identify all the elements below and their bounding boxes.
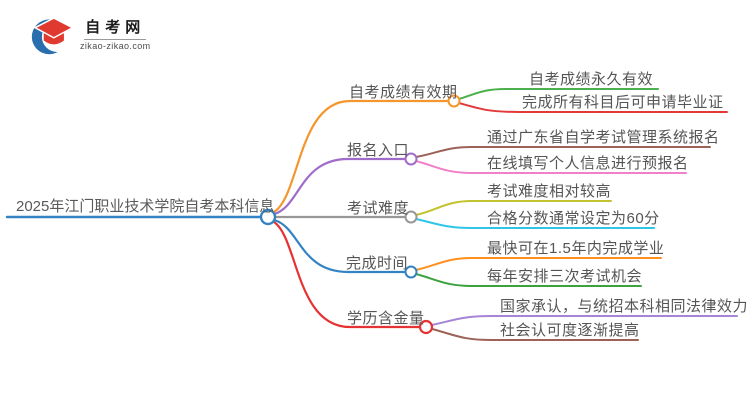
branch-line-value [272,220,421,329]
branch-label-completion: 完成时间 [346,255,409,272]
branch-node-value [418,319,434,335]
center-node-label: 2025年江门职业技术学院自考本科信息 [16,198,275,215]
logo-text-block: 自考网 zikao-zikao.com [80,19,151,51]
branch-node-difficulty [404,210,418,224]
leaf-label-diploma-apply: 完成所有科目后可申请毕业证 [522,94,724,111]
leaf-line-gd-system [415,146,711,158]
logo-title: 自考网 [85,19,146,36]
leaf-label-gd-system: 通过广东省自学考试管理系统报名 [487,129,720,146]
center-node-circle [259,208,277,226]
leaf-line-online-preregister [415,160,687,174]
branch-label-score-validity: 自考成绩有效期 [349,84,458,101]
leaf-line-diploma-apply [458,102,728,113]
leaf-label-pass-score: 合格分数通常设定为60分 [487,210,660,227]
branch-label-registration: 报名入口 [347,142,410,159]
graduation-cap-icon [31,17,74,55]
leaf-line-pass-score [415,218,655,229]
leaf-label-fastest-finish: 最快可在1.5年内完成学业 [487,240,665,257]
branch-node-score-validity [447,94,461,108]
leaf-line-permanent-valid [458,88,659,100]
branch-label-value: 学历含金量 [347,310,425,327]
branch-label-difficulty: 考试难度 [347,200,410,217]
leaf-label-permanent-valid: 自考成绩永久有效 [529,71,654,88]
branch-line-registration [272,157,406,216]
leaf-label-online-preregister: 在线填写个人信息进行预报名 [487,155,689,172]
leaf-line-social-recognition [431,328,639,341]
leaf-label-state-recognized: 国家承认，与统招本科相同法律效力 [500,298,749,315]
leaf-label-three-exams: 每年安排三次考试机会 [487,268,643,285]
branch-node-registration [404,152,418,166]
leaf-line-fastest-finish [415,257,662,271]
leaf-line-three-exams [415,273,642,287]
logo-domain: zikao-zikao.com [80,41,151,51]
leaf-line-state-recognized [431,315,738,326]
leaf-line-relatively-hard [415,200,612,216]
logo-divider [84,39,147,40]
branch-node-completion [404,265,418,279]
site-logo: 自考网 zikao-zikao.com [30,13,151,57]
leaf-label-relatively-hard: 考试难度相对较高 [487,183,612,200]
branch-line-score-validity [272,99,450,214]
leaf-label-social-recognition: 社会认可度逐渐提高 [500,322,640,339]
branch-line-completion [272,218,406,274]
